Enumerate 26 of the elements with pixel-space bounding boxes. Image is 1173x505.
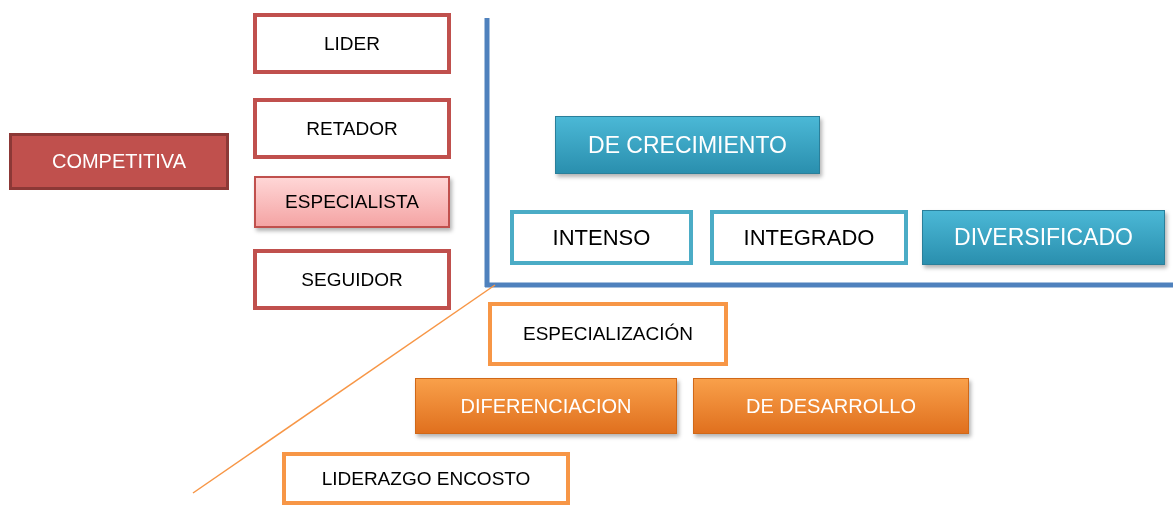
box-label: COMPETITIVA: [51, 150, 187, 173]
strategy-box: [693, 378, 969, 434]
box-label: INTENSO: [552, 224, 651, 251]
box-label: LIDER: [324, 32, 380, 55]
strategy-box: [253, 249, 451, 310]
strategy-box: [282, 452, 570, 505]
box-label: DE CRECIMIENTO: [588, 131, 787, 159]
box-label: SEGUIDOR: [301, 268, 403, 291]
strategy-box: [710, 210, 908, 265]
box-label: ESPECIALIZACIÓN: [523, 323, 693, 345]
strategy-box: [253, 13, 451, 74]
box-label: DIFERENCIACION: [460, 394, 632, 418]
strategy-box: [9, 133, 229, 190]
box-label: ESPECIALISTA: [285, 191, 419, 213]
strategy-box: [555, 116, 820, 174]
box-label: LIDERAZGO ENCOSTO: [321, 467, 531, 490]
strategy-box: [922, 210, 1165, 265]
strategy-box: [253, 98, 451, 159]
box-label: RETADOR: [306, 117, 398, 140]
strategy-box: [415, 378, 677, 434]
strategy-box: [254, 176, 450, 228]
box-label: DIVERSIFICADO: [954, 224, 1133, 251]
strategy-box: [488, 302, 728, 366]
strategy-box: [510, 210, 693, 265]
box-label: INTEGRADO: [743, 224, 875, 251]
box-label: DE DESARROLLO: [745, 394, 917, 418]
